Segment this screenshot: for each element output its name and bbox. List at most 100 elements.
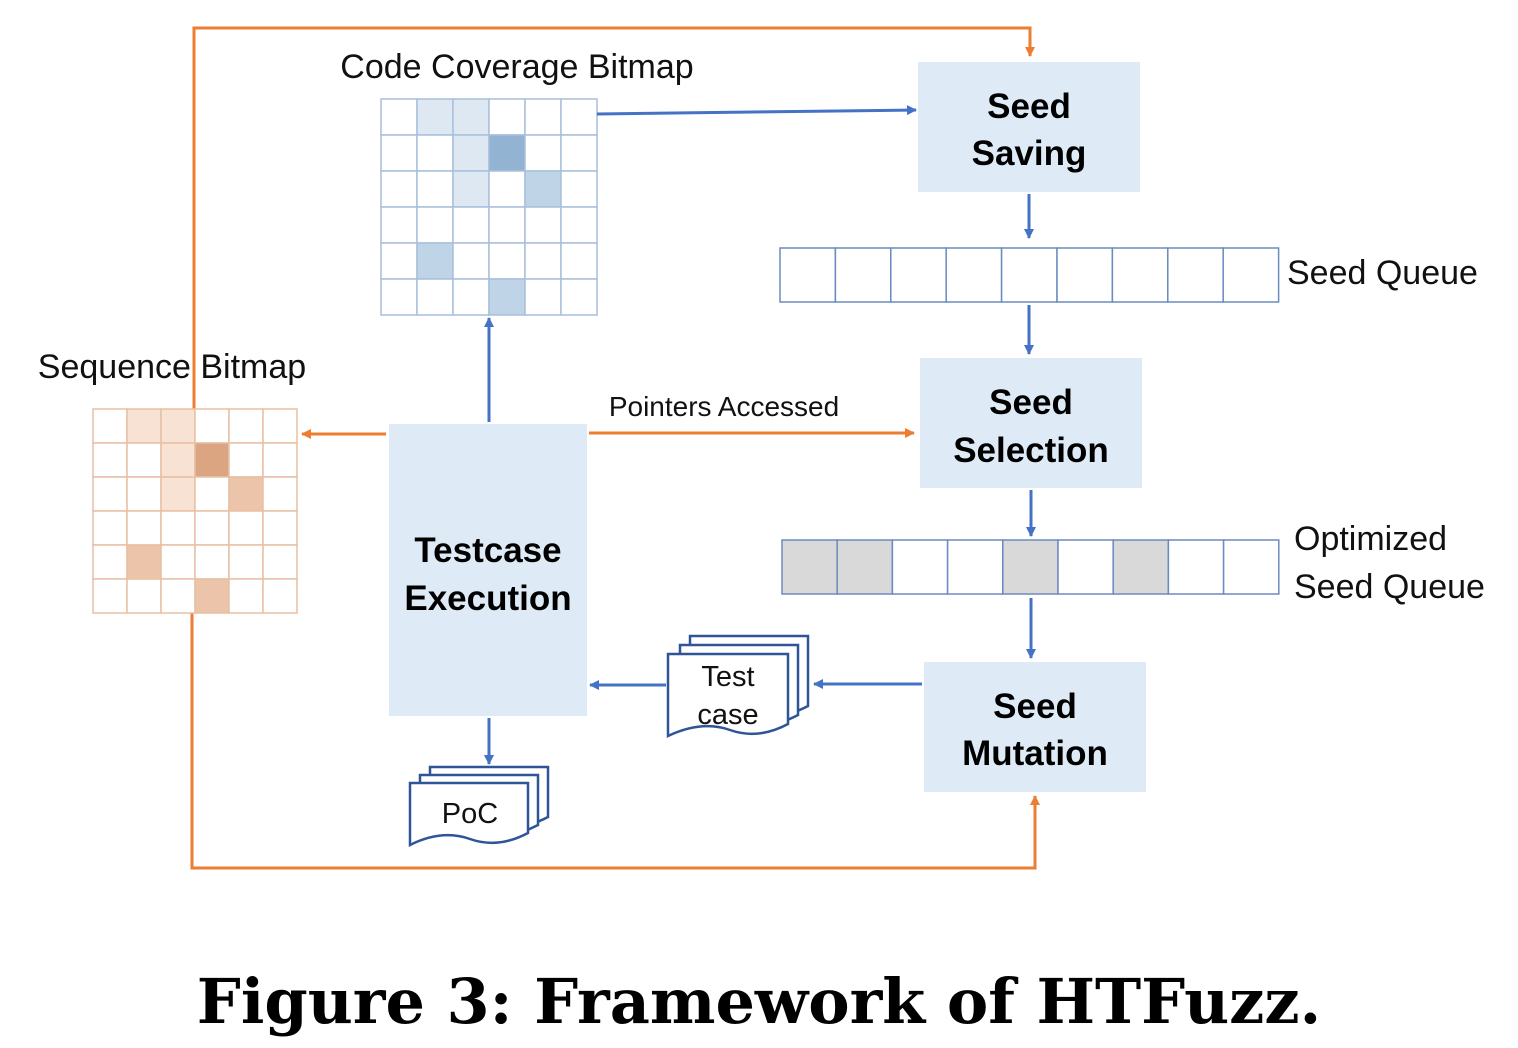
bitmap-cell: [262, 578, 298, 614]
bitmap-cell: [126, 578, 162, 614]
bitmap-cell: [194, 476, 230, 512]
bitmap-cell: [228, 578, 264, 614]
bitmap-cell: [228, 442, 264, 478]
bitmap-cell: [194, 408, 230, 444]
queue-cell: [945, 247, 1003, 303]
bitmap-cell: [416, 242, 454, 280]
svg-text:Seed: Seed: [993, 687, 1077, 726]
bitmap-cell: [228, 476, 264, 512]
bitmap-cell: [380, 242, 418, 280]
queue-cell: [834, 247, 892, 303]
bitmap-cell: [416, 134, 454, 172]
sequence-bitmap-label: Sequence Bitmap: [38, 348, 306, 386]
bitmap-cell: [524, 206, 562, 244]
bitmap-cell: [452, 134, 490, 172]
bitmap-cell: [452, 206, 490, 244]
bitmap-cell: [452, 170, 490, 208]
bitmap-cell: [92, 510, 128, 546]
test-case-label-line2: case: [697, 699, 758, 731]
bitmap-cell: [524, 278, 562, 316]
bitmap-cell: [228, 510, 264, 546]
queue-cell: [779, 247, 837, 303]
bitmap-cell: [380, 206, 418, 244]
bitmap-cell: [92, 408, 128, 444]
queue-cell: [781, 539, 838, 595]
bitmap-cell: [416, 170, 454, 208]
bitmap-cell: [194, 442, 230, 478]
bitmap-cell: [92, 544, 128, 580]
queue-cell: [1222, 247, 1280, 303]
figure-caption: Figure 3: Framework of HTFuzz.: [196, 965, 1322, 1038]
bitmap-cell: [452, 98, 490, 136]
bitmap-cell: [560, 134, 598, 172]
queue-cell: [1002, 539, 1059, 595]
queue-cell: [1167, 539, 1225, 595]
svg-text:Execution: Execution: [404, 579, 571, 618]
bitmap-cell: [452, 242, 490, 280]
queue-cell: [1167, 247, 1224, 303]
queue-cell: [1057, 539, 1114, 595]
queue-cell: [946, 539, 1004, 595]
code-coverage-bitmap: [380, 98, 598, 316]
bitmap-cell: [416, 206, 454, 244]
poc-document-icon: [408, 765, 550, 848]
bitmap-cell: [524, 98, 562, 136]
bitmap-cell: [126, 510, 162, 546]
bitmap-cell: [488, 170, 526, 208]
bitmap-cell: [560, 206, 598, 244]
bitmap-cell: [262, 442, 298, 478]
bitmap-cell: [262, 476, 298, 512]
svg-text:Seed: Seed: [989, 383, 1073, 422]
queue-cell: [1056, 247, 1114, 303]
bitmap-cell: [160, 408, 196, 444]
seed-selection-box: Seed Selection: [920, 358, 1142, 488]
queue-cell: [890, 247, 947, 303]
testcase-execution-box: Testcase Execution: [389, 424, 587, 716]
bitmap-cell: [228, 408, 264, 444]
bitmap-cell: [380, 98, 418, 136]
bitmap-cell: [560, 98, 598, 136]
bitmap-cell: [488, 242, 526, 280]
bitmap-cell: [560, 242, 598, 280]
svg-text:Selection: Selection: [953, 431, 1109, 470]
optimized-seed-queue-label-line1: Optimized: [1294, 520, 1447, 558]
bitmap-cell: [262, 408, 298, 444]
bitmap-cell: [416, 98, 454, 136]
queue-cell: [836, 539, 894, 595]
orange-loop-bottom: [190, 612, 1040, 870]
bitmap-cell: [488, 98, 526, 136]
bitmap-cell: [488, 278, 526, 316]
bitmap-cell: [524, 134, 562, 172]
bitmap-cell: [560, 278, 598, 316]
bitmap-cell: [160, 442, 196, 478]
bitmap-cell: [92, 442, 128, 478]
queue-cell: [1112, 539, 1170, 595]
bitmap-cell: [228, 544, 264, 580]
bitmap-cell: [160, 578, 196, 614]
optimized-seed-queue: [781, 539, 1280, 595]
svg-text:Mutation: Mutation: [962, 734, 1108, 773]
queue-cell: [1111, 247, 1169, 303]
code-coverage-bitmap-label: Code Coverage Bitmap: [340, 48, 693, 86]
queue-cell: [1222, 539, 1280, 595]
bitmap-cell: [126, 544, 162, 580]
bitmap-cell: [160, 510, 196, 546]
bitmap-cell: [452, 278, 490, 316]
bitmap-cell: [194, 544, 230, 580]
bitmap-cell: [194, 510, 230, 546]
svg-text:Saving: Saving: [972, 134, 1087, 173]
bitmap-cell: [488, 206, 526, 244]
bitmap-cell: [126, 408, 162, 444]
seed-queue: [779, 247, 1280, 303]
arrow-coverage-to-saving: [596, 105, 917, 116]
poc-label: PoC: [442, 798, 498, 830]
orange-loop-top: [192, 26, 1035, 410]
queue-cell: [891, 539, 949, 595]
bitmap-cell: [194, 578, 230, 614]
sequence-bitmap: [92, 408, 298, 614]
bitmap-cell: [262, 510, 298, 546]
queue-cell: [1000, 247, 1058, 303]
bitmap-cell: [560, 170, 598, 208]
